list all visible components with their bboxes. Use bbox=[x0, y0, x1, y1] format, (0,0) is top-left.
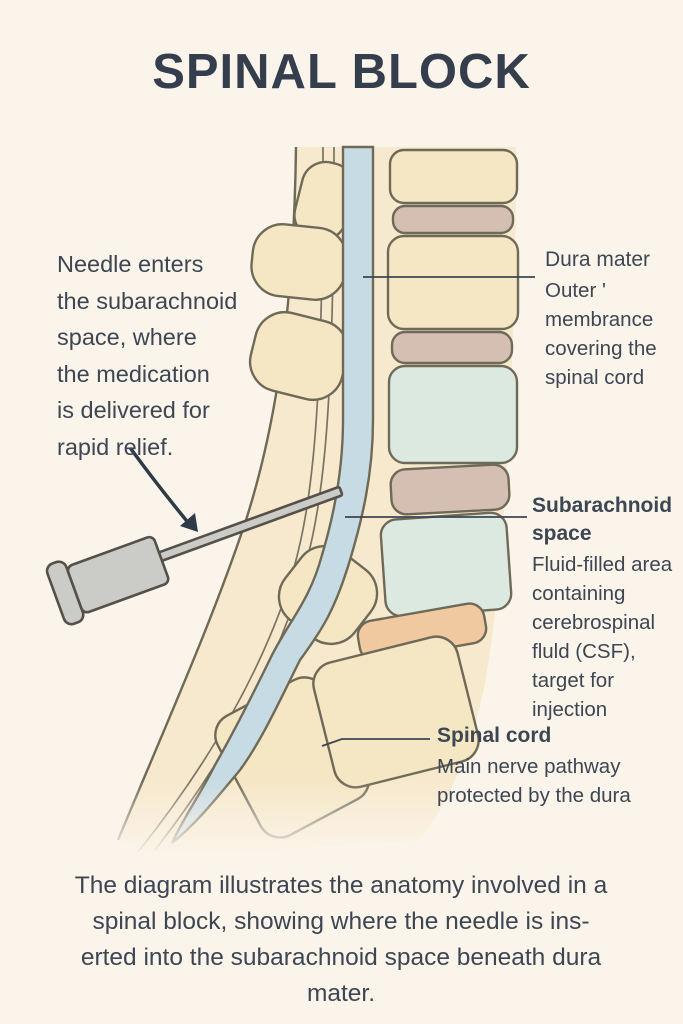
vertebra bbox=[387, 364, 519, 465]
needle-annotation: Needle enters the subarachnoid space, wh… bbox=[57, 251, 238, 460]
vertebra bbox=[386, 234, 520, 331]
subarachnoid-space-label: Subarachnoid space Fluid-filled area con… bbox=[532, 492, 682, 724]
dura-mater-label-description: Outer ' membrance covering the spinal co… bbox=[545, 279, 657, 389]
spinal-cord-leader-line bbox=[321, 738, 430, 747]
figure-caption: The diagram illustrates the anatomy invo… bbox=[74, 872, 608, 1007]
syringe-barrel bbox=[66, 535, 170, 614]
intervertebral-disc bbox=[391, 204, 515, 235]
spinal-cord-label: Spinal cord Main nerve pathway protected… bbox=[437, 722, 679, 810]
vertebra bbox=[388, 148, 519, 205]
intervertebral-disc bbox=[389, 463, 511, 516]
spinal-cord-label-title: Spinal cord bbox=[437, 724, 552, 747]
subarachnoid-space-label-title: Subarachnoid space bbox=[532, 494, 673, 545]
dura-mater-label: Dura mater Outer ' membrance covering th… bbox=[545, 246, 680, 392]
curved-arrow-icon bbox=[129, 447, 198, 532]
dura-mater-label-title: Dura mater bbox=[545, 248, 651, 271]
subarachnoid-space-label-description: Fluid-filled area containing cerebrospin… bbox=[532, 553, 673, 721]
syringe-needle bbox=[45, 485, 344, 626]
page-title: SPINAL BLOCK bbox=[152, 45, 531, 99]
spinal-cord-label-description: Main nerve pathway protected by the dura bbox=[437, 755, 631, 807]
intervertebral-disc bbox=[390, 330, 514, 365]
vertebra bbox=[379, 511, 513, 618]
vertebra bbox=[312, 635, 480, 789]
